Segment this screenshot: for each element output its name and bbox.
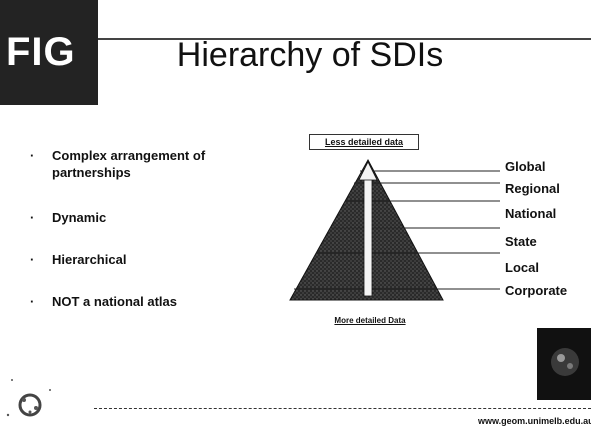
arrow-shaft xyxy=(363,175,373,297)
bullet-text: NOT a national atlas xyxy=(52,294,177,309)
footer-rule xyxy=(94,408,591,409)
bullet-marker: · xyxy=(30,252,35,267)
globe-image-art xyxy=(537,328,591,400)
level-state: State xyxy=(505,234,537,249)
level-global: Global xyxy=(505,159,546,174)
level-local: Local xyxy=(505,260,539,275)
arrow-head xyxy=(358,161,378,181)
level-regional: Regional xyxy=(505,181,560,196)
fig-logo-text: FIG xyxy=(6,30,76,74)
pyramid-bottom-caption: More detailed Data xyxy=(334,316,406,325)
sdi-pyramid-diagram xyxy=(289,158,500,301)
slide-title: Hierarchy of SDIs xyxy=(176,36,444,74)
footer-url: www.geom.unimelb.edu.au xyxy=(478,416,591,426)
level-national: National xyxy=(505,206,557,221)
globe-image xyxy=(537,328,591,400)
pyramid-top-caption: Less detailed data xyxy=(309,134,419,150)
title-rule xyxy=(98,38,591,40)
emblem-image xyxy=(6,379,51,417)
fig-logo: FIG xyxy=(0,0,98,105)
bullet-text: Hierarchical xyxy=(52,252,127,267)
bullet-marker: · xyxy=(30,148,35,163)
bullet-text: Dynamic xyxy=(52,210,107,225)
level-corporate: Corporate xyxy=(505,283,568,298)
bullet-marker: · xyxy=(30,294,35,309)
bullet-text: Complex arrangement of partnerships xyxy=(52,148,206,180)
bullet-marker: · xyxy=(30,210,35,225)
